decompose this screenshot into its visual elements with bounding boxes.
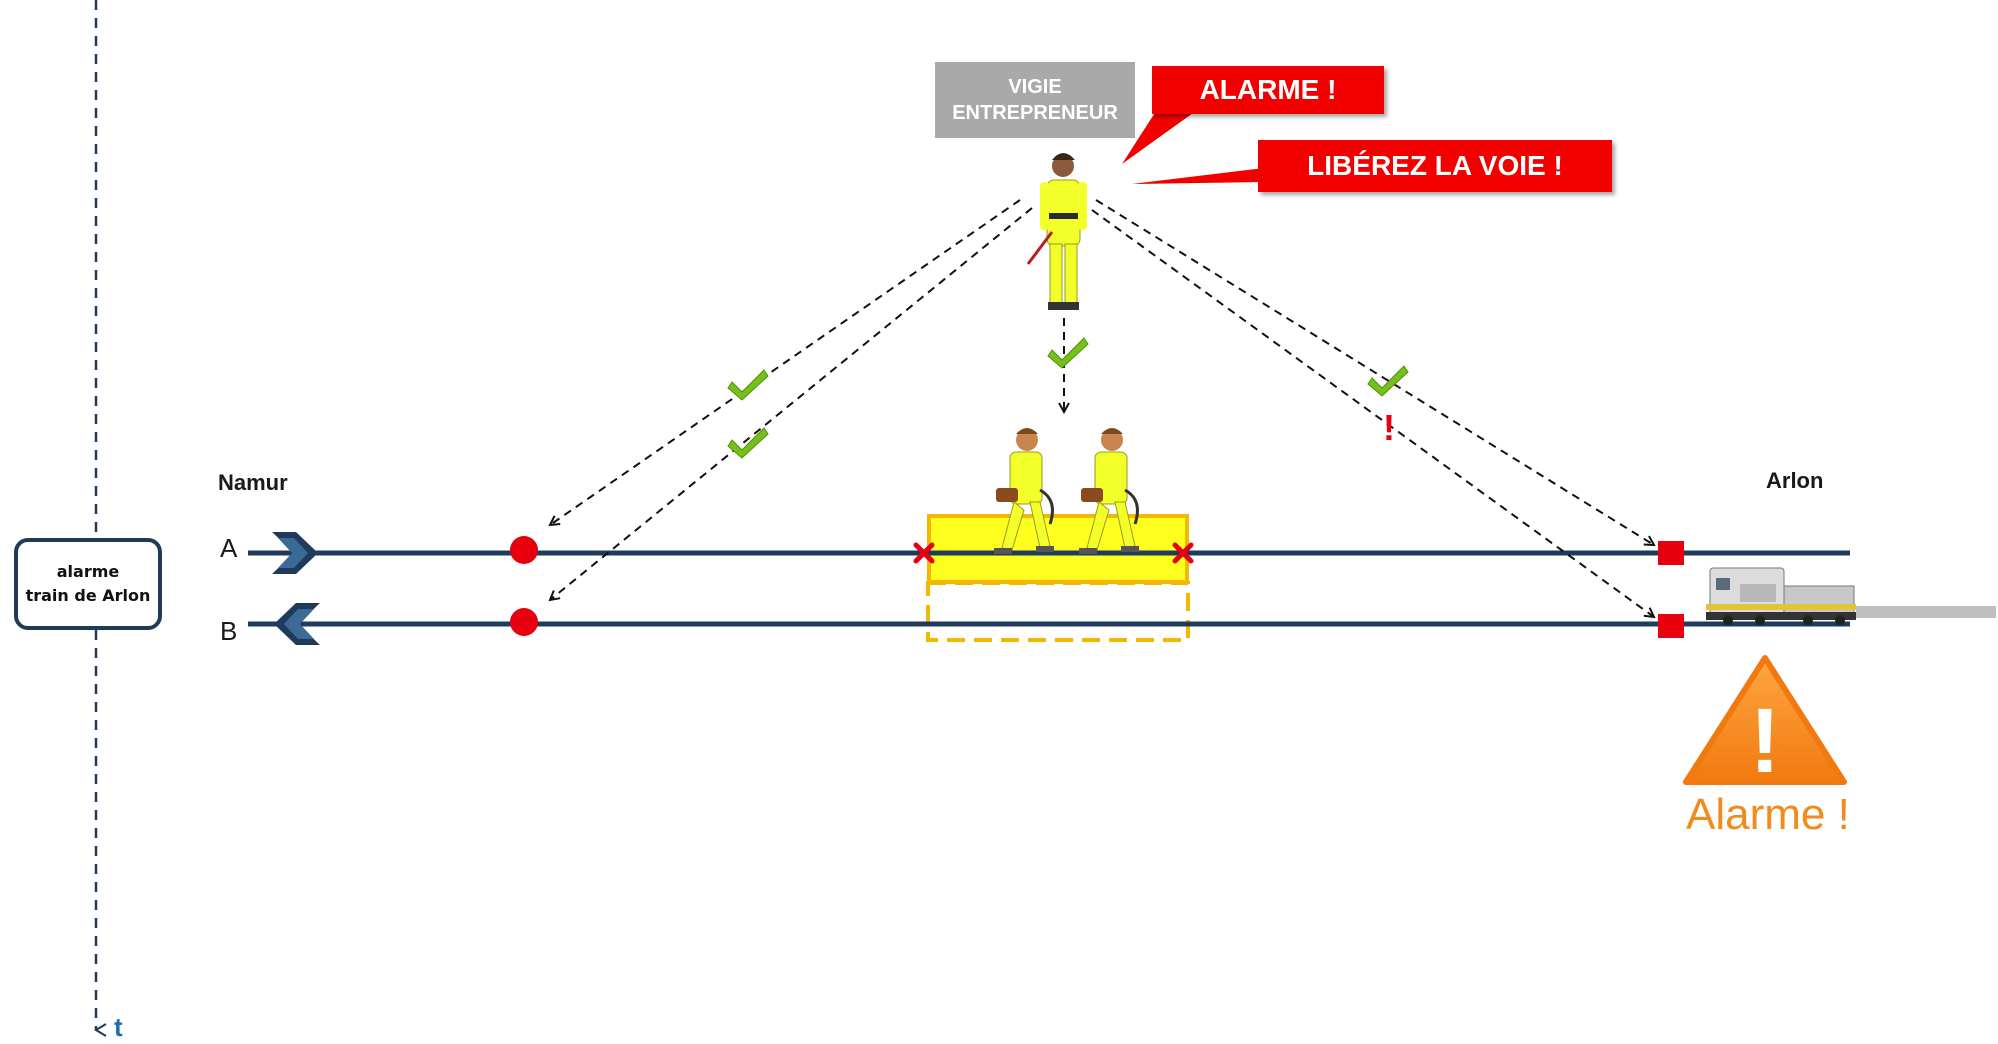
station-namur-label: Namur: [218, 470, 288, 495]
warning-triangle-icon: [1683, 655, 1847, 785]
clear-track-bubble: LIBÉREZ LA VOIE !: [1258, 140, 1612, 192]
warning-exclamation: !: [1750, 690, 1781, 792]
station-arlon-label: Arlon: [1766, 468, 1824, 493]
bubble-tail-alarm: [1122, 108, 1200, 164]
alarm-train-arlon-box: alarme train de Arlon: [14, 538, 162, 630]
vigie-line2: ENTREPRENEUR: [952, 102, 1118, 124]
clear-track-bubble-text: LIBÉREZ LA VOIE !: [1307, 150, 1563, 181]
alarm-bubble-text: ALARME !: [1199, 74, 1337, 105]
signal-namur-track-b: [510, 608, 538, 636]
track-a-label: A: [220, 533, 238, 563]
bubble-tail-clear: [1132, 168, 1264, 184]
lookout-figure: [1026, 153, 1087, 310]
vigie-entrepreneur-label: VIGIE ENTREPRENEUR: [935, 62, 1135, 138]
locomotive-icon: [1706, 567, 1996, 625]
sight-line-arlon-a: [1095, 199, 1654, 545]
red-exclamation-mark: !: [1383, 407, 1395, 448]
side-box-line1: alarme: [56, 562, 120, 581]
checkmark-icon: [1367, 365, 1409, 397]
vigie-line1: VIGIE: [1008, 76, 1062, 98]
worker-figure: [1079, 428, 1139, 554]
checkmark-icon: [1047, 337, 1089, 369]
time-axis-label: t: [114, 1012, 123, 1042]
checkmark-icon: [727, 427, 769, 459]
alarme-warning-text: Alarme !: [1686, 790, 1850, 839]
chevron-left-icon: [274, 603, 320, 645]
sight-line-namur-a: [550, 199, 1021, 525]
work-zone-track-a: [927, 514, 1189, 584]
signal-arlon-track-b: [1658, 614, 1684, 638]
signal-arlon-track-a: [1658, 541, 1684, 565]
sight-line-namur-b: [550, 207, 1033, 600]
side-box-line2: train de Arlon: [25, 586, 151, 605]
work-zone-track-b-outline: [926, 581, 1190, 642]
worker-figure: [994, 428, 1054, 554]
signal-namur-track-a: [510, 536, 538, 564]
chevron-right-icon: [272, 532, 318, 574]
checkmark-icon: [727, 369, 769, 401]
track-b-label: B: [220, 616, 238, 646]
zone-limit-left-cross: [913, 542, 935, 564]
sight-line-arlon-b: [1091, 209, 1654, 617]
zone-limit-right-cross: [1172, 542, 1194, 564]
alarm-bubble: ALARME !: [1152, 66, 1384, 114]
